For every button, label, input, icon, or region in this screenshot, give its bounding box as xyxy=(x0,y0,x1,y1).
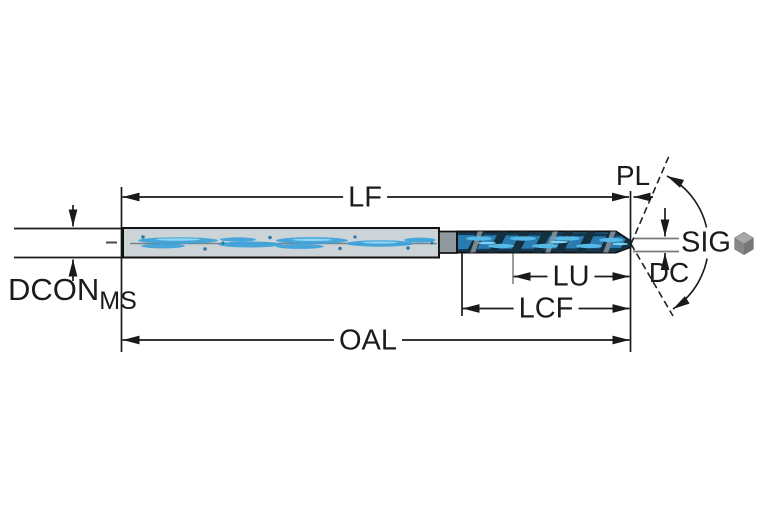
dc-label: DC xyxy=(648,257,690,288)
drill-flute-texture xyxy=(457,231,631,253)
oal-label: OAL xyxy=(333,325,403,357)
dcon-label: DCONMS xyxy=(8,272,137,314)
dcon-label-main: DCON xyxy=(8,272,100,307)
drill-neck xyxy=(438,230,458,254)
point-angle-lower-line xyxy=(630,243,674,317)
extension-lines xyxy=(14,187,684,352)
lf-label: LF xyxy=(343,182,387,214)
dcon-label-subscript: MS xyxy=(99,287,137,315)
pl-label: PL xyxy=(613,160,653,191)
drill-body xyxy=(122,227,632,259)
3d-model-cube-icon[interactable] xyxy=(734,231,754,256)
lu-label: LU xyxy=(547,261,595,293)
drill-shank-texture xyxy=(130,235,437,251)
sig-label: SIG xyxy=(679,226,733,259)
lcf-label: LCF xyxy=(513,293,579,325)
